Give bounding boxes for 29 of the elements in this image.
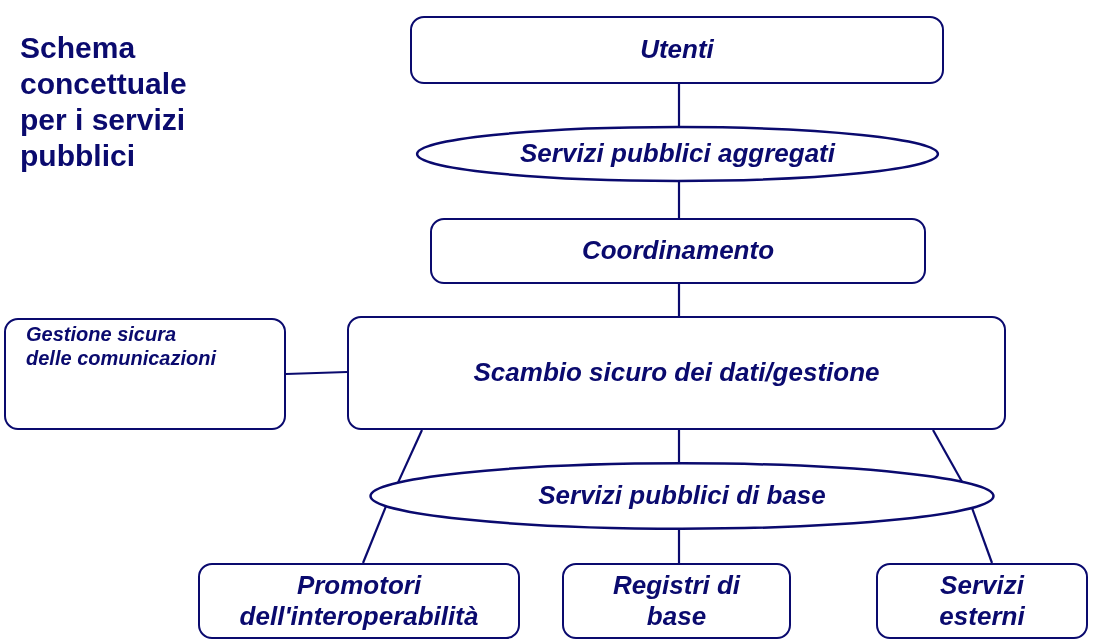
connector-line (677, 430, 681, 464)
node-label: Servizi esterni (938, 569, 1026, 633)
process-box (410, 16, 944, 84)
node-label: Scambio sicuro dei dati/gestione (473, 357, 880, 389)
connector-line (285, 370, 348, 376)
connector-line (970, 507, 994, 564)
process-box (4, 318, 286, 430)
node-label: Utenti (640, 34, 714, 66)
process-box (876, 563, 1088, 639)
node-label: Registri di base (611, 569, 742, 633)
diagram-title: Schema concettuale per i servizi pubblici (20, 30, 188, 174)
connector-line (677, 84, 681, 128)
connector-line (362, 505, 387, 564)
connector-line (677, 284, 681, 316)
node-label: Gestione sicura delle comunicazioni (26, 322, 218, 370)
connector-line (932, 429, 963, 483)
node-label: Promotori dell'interoperabilità (238, 569, 480, 633)
node-label: Servizi pubblici aggregati (520, 138, 835, 170)
ellipse-node (368, 462, 996, 530)
node-label: Coordinamento (581, 235, 775, 267)
process-box (198, 563, 520, 639)
process-box (430, 218, 926, 284)
connector-line (397, 429, 423, 484)
node-label: Servizi pubblici di base (538, 480, 826, 512)
ellipse-node (415, 126, 940, 182)
connector-line (677, 180, 681, 218)
process-box (562, 563, 791, 639)
process-box (347, 316, 1006, 430)
connector-line (677, 528, 681, 563)
